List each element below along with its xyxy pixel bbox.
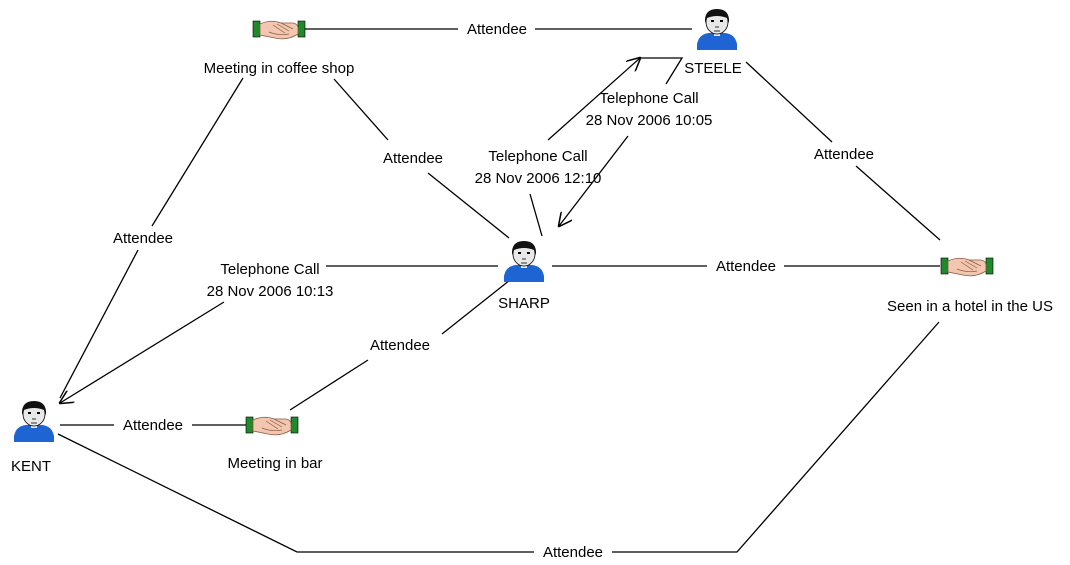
handshake-icon bbox=[252, 20, 306, 40]
node-label: SHARP bbox=[498, 295, 550, 312]
handshake-icon bbox=[245, 416, 299, 436]
edge-kent-hotel[interactable]: Attendee bbox=[57, 321, 940, 561]
node-coffee[interactable]: Meeting in coffee shop bbox=[204, 20, 355, 77]
handshake-icon bbox=[940, 257, 994, 277]
person-icon bbox=[13, 400, 55, 443]
edge-date: 28 Nov 2006 10:05 bbox=[586, 112, 713, 129]
edge-label: Attendee bbox=[123, 417, 183, 434]
node-steele[interactable]: STEELE bbox=[684, 8, 742, 77]
node-label: Seen in a hotel in the US bbox=[887, 298, 1053, 315]
edge-date: 28 Nov 2006 12:10 bbox=[475, 170, 602, 187]
node-label: STEELE bbox=[684, 60, 742, 77]
node-hotel[interactable]: Seen in a hotel in the US bbox=[887, 257, 1053, 315]
edge-coffee-steele[interactable]: Attendee bbox=[305, 21, 692, 38]
edge-call-sharp-kent[interactable]: Telephone Call 28 Nov 2006 10:13 bbox=[60, 261, 498, 403]
node-label: KENT bbox=[11, 458, 51, 475]
edge-label: Attendee bbox=[113, 230, 173, 247]
edge-label: Telephone Call bbox=[599, 90, 698, 107]
node-sharp[interactable]: SHARP bbox=[498, 240, 550, 312]
edge-label: Attendee bbox=[370, 337, 430, 354]
edge-kent-bar[interactable]: Attendee bbox=[60, 417, 246, 434]
edge-steele-hotel[interactable]: Attendee bbox=[745, 61, 941, 241]
person-icon bbox=[503, 240, 545, 283]
node-bar[interactable]: Meeting in bar bbox=[227, 416, 323, 472]
edge-call-sharp-steele[interactable]: Telephone Call 28 Nov 2006 12:10 bbox=[475, 58, 640, 237]
edge-label: Telephone Call bbox=[220, 261, 319, 278]
edge-call-steele-sharp[interactable]: Telephone Call 28 Nov 2006 10:05 bbox=[559, 57, 713, 226]
person-icon bbox=[696, 8, 738, 51]
edge-coffee-kent[interactable]: Attendee bbox=[59, 77, 244, 399]
node-label: Meeting in coffee shop bbox=[204, 60, 355, 77]
edge-label: Attendee bbox=[543, 544, 603, 561]
edge-label: Telephone Call bbox=[488, 148, 587, 165]
node-kent[interactable]: KENT bbox=[11, 400, 55, 475]
edge-label: Attendee bbox=[467, 21, 527, 38]
node-label: Meeting in bar bbox=[227, 455, 322, 472]
edge-date: 28 Nov 2006 10:13 bbox=[207, 283, 334, 300]
edge-label: Attendee bbox=[814, 146, 874, 163]
edge-sharp-hotel[interactable]: Attendee bbox=[552, 258, 940, 275]
edge-sharp-bar[interactable]: Attendee bbox=[289, 279, 511, 411]
edge-label: Attendee bbox=[716, 258, 776, 275]
edge-coffee-sharp[interactable]: Attendee bbox=[333, 78, 510, 239]
edge-label: Attendee bbox=[383, 150, 443, 167]
